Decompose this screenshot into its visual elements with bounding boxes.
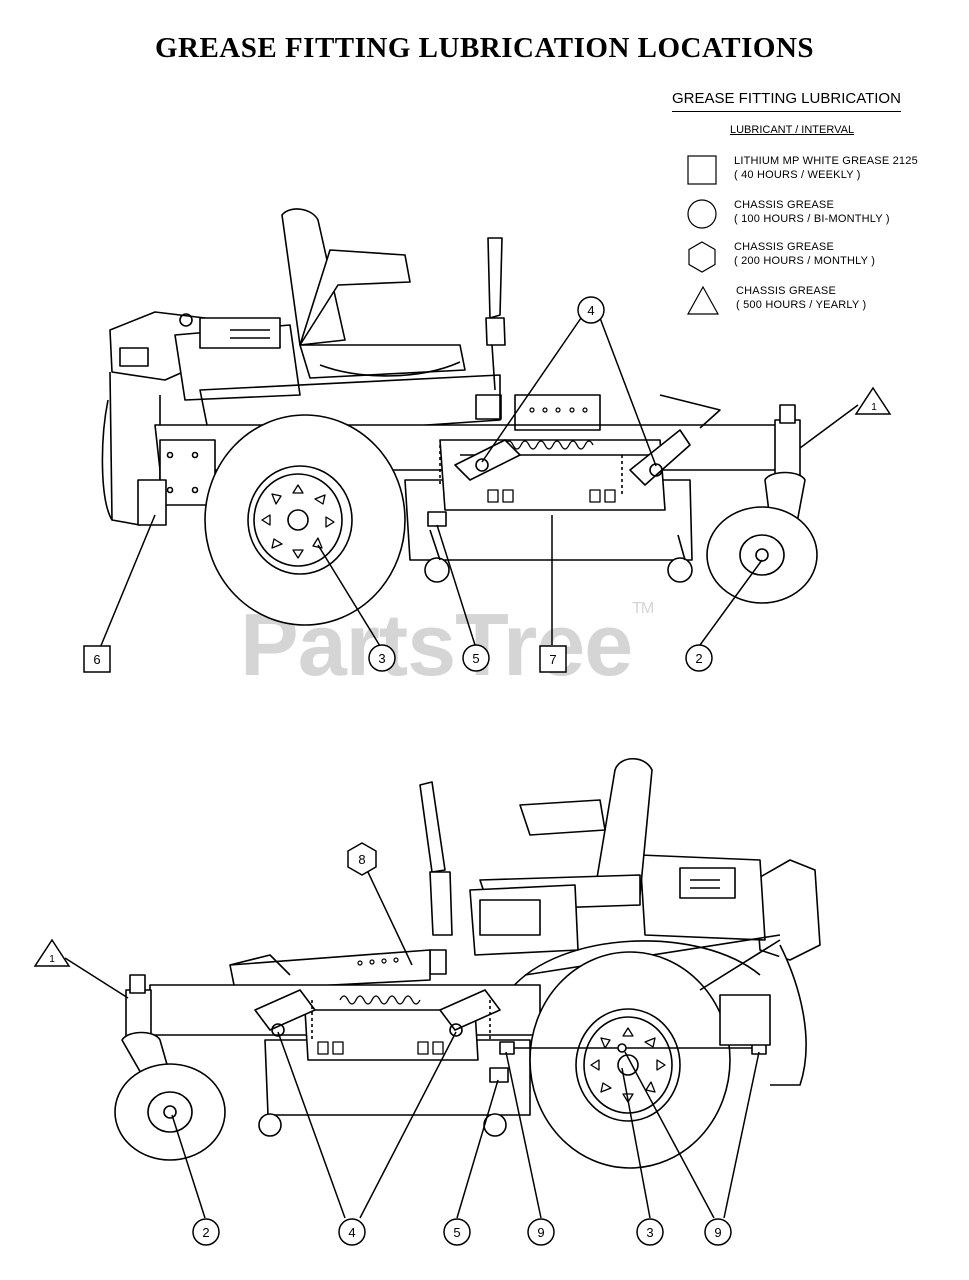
callout-label-top-1: 1: [871, 402, 877, 413]
legend-item-text: CHASSIS GREASE ( 200 HOURS / MONTHLY ): [734, 241, 876, 267]
callout-circle-bottom-5: [443, 1218, 471, 1246]
lubrication-legend: GREASE FITTING LUBRICATION LUBRICANT / I…: [672, 90, 962, 315]
hexagon-symbol-icon: [688, 241, 716, 273]
callout-label-bottom-1: 1: [49, 954, 55, 965]
callout-label-bottom-5: 5: [453, 1225, 460, 1240]
callout-circle-top-4: [577, 296, 605, 324]
callout-label-bottom-3: 3: [646, 1225, 653, 1240]
callout-square-top-7: [539, 645, 567, 673]
callout-triangle-top-1: [854, 386, 892, 415]
triangle-symbol-icon: [686, 285, 720, 315]
callout-label-top-7: 7: [549, 652, 556, 667]
bottom-callout-lines: [64, 869, 760, 1219]
callout-label-bottom-8: 8: [358, 852, 365, 867]
bottom-callouts: [33, 842, 732, 1246]
callout-label-top-4: 4: [587, 303, 594, 318]
legend-item-circle: CHASSIS GREASE ( 100 HOURS / BI-MONTHLY …: [686, 198, 966, 238]
callout-label-bottom-9a: 9: [537, 1225, 544, 1240]
callout-label-top-3: 3: [378, 651, 385, 666]
legend-item-text: LITHIUM MP WHITE GREASE 2125 ( 40 HOURS …: [734, 155, 918, 181]
callout-circle-top-5: [462, 644, 490, 672]
circle-symbol-icon: [687, 199, 717, 229]
top-callouts: [83, 296, 892, 673]
legend-title: GREASE FITTING LUBRICATION: [672, 90, 901, 112]
callout-hexagon-bottom-8: [347, 842, 377, 876]
callout-label-bottom-4: 4: [348, 1225, 355, 1240]
legend-subtitle: LUBRICANT / INTERVAL: [730, 124, 855, 136]
legend-item-text: CHASSIS GREASE ( 100 HOURS / BI-MONTHLY …: [734, 199, 890, 225]
callout-circle-bottom-9a: [527, 1218, 555, 1246]
legend-item-hexagon: CHASSIS GREASE ( 200 HOURS / MONTHLY ): [686, 240, 966, 280]
top-mower-illustration: [101, 208, 818, 626]
callout-label-bottom-2: 2: [202, 1225, 209, 1240]
callout-label-bottom-9b: 9: [714, 1225, 721, 1240]
callout-circle-bottom-9b: [704, 1218, 732, 1246]
callout-circle-top-3: [368, 644, 396, 672]
callout-label-top-2: 2: [695, 651, 702, 666]
callout-circle-bottom-2: [192, 1218, 220, 1246]
callout-triangle-bottom-1: [33, 938, 71, 967]
legend-item-triangle: CHASSIS GREASE ( 500 HOURS / YEARLY ): [686, 284, 966, 324]
callout-square-top-6: [83, 645, 111, 673]
callout-circle-top-2: [685, 644, 713, 672]
legend-item-square: LITHIUM MP WHITE GREASE 2125 ( 40 HOURS …: [686, 154, 966, 194]
page-title: GREASE FITTING LUBRICATION LOCATIONS: [154, 32, 815, 64]
callout-circle-bottom-4: [338, 1218, 366, 1246]
legend-item-text: CHASSIS GREASE ( 500 HOURS / YEARLY ): [736, 285, 867, 311]
top-callout-lines: [99, 317, 859, 649]
bottom-mower-illustration: [114, 757, 821, 1169]
square-symbol-icon: [687, 155, 717, 185]
callout-label-top-6: 6: [93, 652, 100, 667]
callout-label-top-5: 5: [472, 651, 479, 666]
callout-circle-bottom-3: [636, 1218, 664, 1246]
